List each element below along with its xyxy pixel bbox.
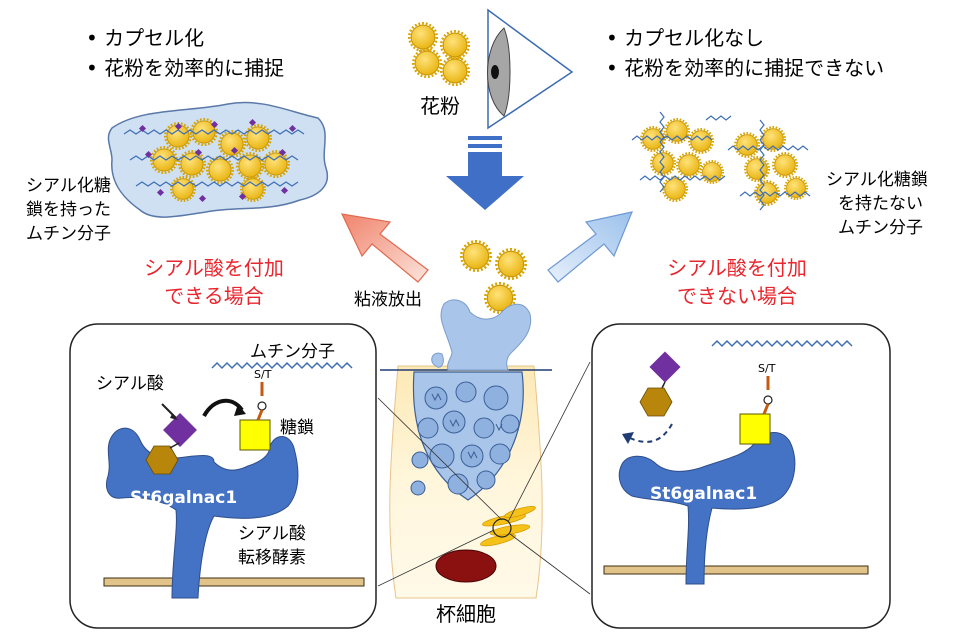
sialic-acid-label: シアル酸 bbox=[96, 374, 164, 394]
left-panel-mucin-label: ムチン分子 bbox=[250, 342, 335, 362]
right-condition-2: できない場合 bbox=[677, 284, 797, 308]
enzyme-label-1: シアル酸 bbox=[238, 524, 306, 544]
secretion-label: 粘液放出 bbox=[354, 290, 422, 310]
right-condition-1: シアル酸を付加 bbox=[667, 256, 807, 280]
glycan-label: 糖鎖 bbox=[280, 418, 314, 438]
right-panel bbox=[591, 323, 891, 629]
left-red-arrow bbox=[340, 213, 429, 283]
right-mucin-label-1: シアル化糖鎖 bbox=[826, 170, 928, 190]
right-bullet-1: カプセル化なし bbox=[606, 26, 764, 51]
right-bullet-2: 花粉を効率的に捕捉できない bbox=[606, 56, 884, 81]
right-mucin-label-2: を持たない bbox=[838, 194, 923, 214]
right-enzyme-name: St6galnac1 bbox=[650, 484, 758, 504]
enzyme-label-2: 転移酵素 bbox=[238, 548, 306, 568]
down-arrow bbox=[446, 136, 524, 210]
left-mucin-label-2: 鎖を持った bbox=[26, 200, 111, 220]
left-bullet-1: カプセル化 bbox=[86, 26, 204, 51]
left-condition-2: できる場合 bbox=[164, 284, 264, 308]
cell-label: 杯細胞 bbox=[436, 602, 496, 626]
left-mucin-label-1: シアル化糖 bbox=[26, 176, 111, 196]
left-mucin-label-3: ムチン分子 bbox=[26, 224, 111, 244]
left-st-label: S/T bbox=[254, 368, 272, 381]
right-blue-arrow bbox=[547, 211, 633, 283]
goblet-cell bbox=[380, 299, 552, 599]
non-encapsulated-clusters bbox=[631, 111, 811, 211]
left-enzyme-name: St6galnac1 bbox=[130, 488, 238, 508]
right-st-label: S/T bbox=[758, 362, 776, 375]
left-condition-1: シアル酸を付加 bbox=[144, 256, 284, 280]
eye-icon bbox=[487, 8, 574, 130]
falling-pollen bbox=[460, 240, 527, 314]
right-mucin-label-3: ムチン分子 bbox=[838, 218, 923, 238]
left-panel bbox=[69, 323, 377, 629]
pollen-cluster bbox=[408, 22, 470, 86]
encapsulated-mucus bbox=[107, 101, 329, 218]
pollen-label: 花粉 bbox=[420, 94, 460, 118]
zoom-lines bbox=[377, 361, 591, 595]
left-bullet-2: 花粉を効率的に捕捉 bbox=[86, 56, 284, 81]
